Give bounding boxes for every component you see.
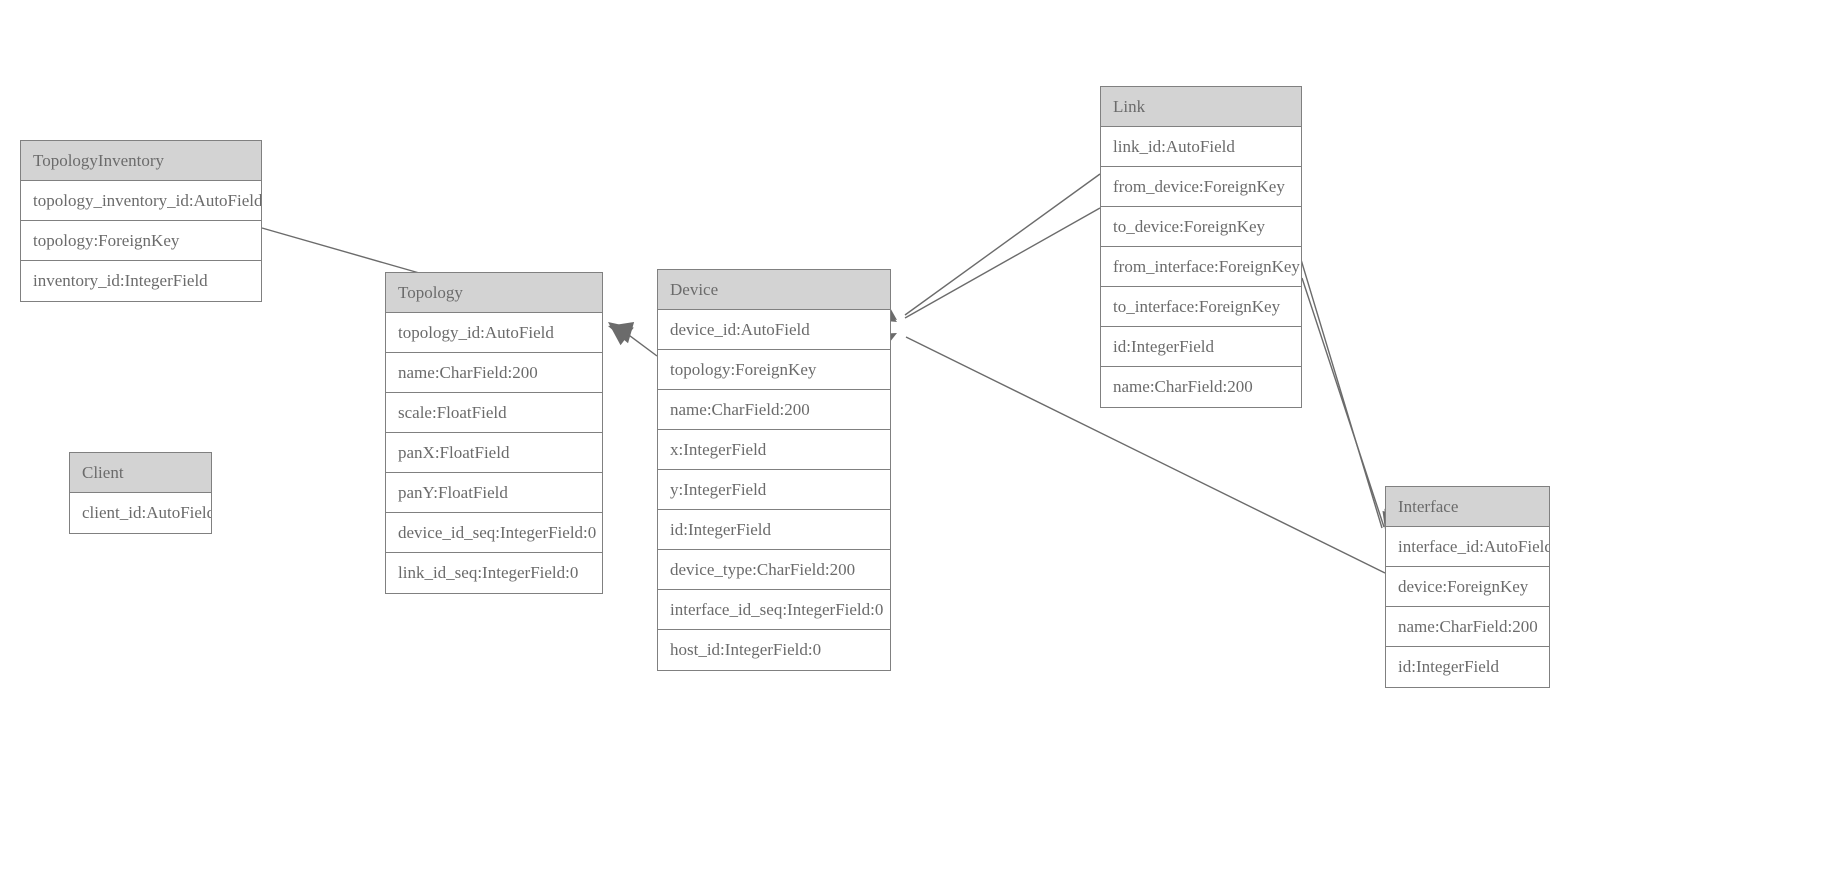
- entity-field-device-5[interactable]: id:IntegerField: [658, 510, 890, 550]
- entity-field-device-2[interactable]: name:CharField:200: [658, 390, 890, 430]
- entity-field-device-4[interactable]: y:IntegerField: [658, 470, 890, 510]
- entity-field-topology_inventory-0[interactable]: topology_inventory_id:AutoField: [21, 181, 261, 221]
- entity-field-link-6[interactable]: name:CharField:200: [1101, 367, 1301, 407]
- relationship-line: [1295, 242, 1383, 529]
- entity-field-topology-1[interactable]: name:CharField:200: [386, 353, 602, 393]
- entity-title-topology: Topology: [386, 273, 602, 313]
- relationship-line: [904, 173, 1101, 316]
- entity-field-interface-2[interactable]: name:CharField:200: [1386, 607, 1549, 647]
- entity-field-client-0[interactable]: client_id:AutoField: [70, 493, 211, 533]
- entity-field-topology_inventory-1[interactable]: topology:ForeignKey: [21, 221, 261, 261]
- entity-field-topology-2[interactable]: scale:FloatField: [386, 393, 602, 433]
- entity-title-link: Link: [1101, 87, 1301, 127]
- entity-field-device-1[interactable]: topology:ForeignKey: [658, 350, 890, 390]
- entity-title-interface: Interface: [1386, 487, 1549, 527]
- entity-field-link-4[interactable]: to_interface:ForeignKey: [1101, 287, 1301, 327]
- entity-field-device-0[interactable]: device_id:AutoField: [658, 310, 890, 350]
- entity-field-interface-1[interactable]: device:ForeignKey: [1386, 567, 1549, 607]
- entity-field-link-3[interactable]: from_interface:ForeignKey: [1101, 247, 1301, 287]
- entity-title-client: Client: [70, 453, 211, 493]
- entity-field-topology_inventory-2[interactable]: inventory_id:IntegerField: [21, 261, 261, 301]
- entity-field-topology-5[interactable]: device_id_seq:IntegerField:0: [386, 513, 602, 553]
- entity-field-device-7[interactable]: interface_id_seq:IntegerField:0: [658, 590, 890, 630]
- relationship-line: [1301, 277, 1385, 528]
- entity-field-link-0[interactable]: link_id:AutoField: [1101, 127, 1301, 167]
- entity-field-topology-0[interactable]: topology_id:AutoField: [386, 313, 602, 353]
- relationship-line: [904, 207, 1101, 319]
- entity-field-device-8[interactable]: host_id:IntegerField:0: [658, 630, 890, 670]
- relationship-arrowhead: [608, 322, 635, 344]
- relationship-link-from_device: [871, 173, 1101, 320]
- entity-field-topology-6[interactable]: link_id_seq:IntegerField:0: [386, 553, 602, 593]
- entity-field-interface-0[interactable]: interface_id:AutoField: [1386, 527, 1549, 567]
- entity-field-topology-4[interactable]: panY:FloatField: [386, 473, 602, 513]
- entity-field-link-1[interactable]: from_device:ForeignKey: [1101, 167, 1301, 207]
- entity-field-interface-3[interactable]: id:IntegerField: [1386, 647, 1549, 687]
- relationship-device-topology: [608, 322, 658, 357]
- entity-title-topology_inventory: TopologyInventory: [21, 141, 261, 181]
- relationship-arrowhead: [608, 322, 634, 346]
- entity-field-link-2[interactable]: to_device:ForeignKey: [1101, 207, 1301, 247]
- entity-field-topology-3[interactable]: panX:FloatField: [386, 433, 602, 473]
- relationship-line: [617, 326, 658, 357]
- entity-field-link-5[interactable]: id:IntegerField: [1101, 327, 1301, 367]
- entity-field-device-3[interactable]: x:IntegerField: [658, 430, 890, 470]
- entity-title-device: Device: [658, 270, 890, 310]
- entity-field-device-6[interactable]: device_type:CharField:200: [658, 550, 890, 590]
- relationship-link-to_device: [870, 207, 1101, 322]
